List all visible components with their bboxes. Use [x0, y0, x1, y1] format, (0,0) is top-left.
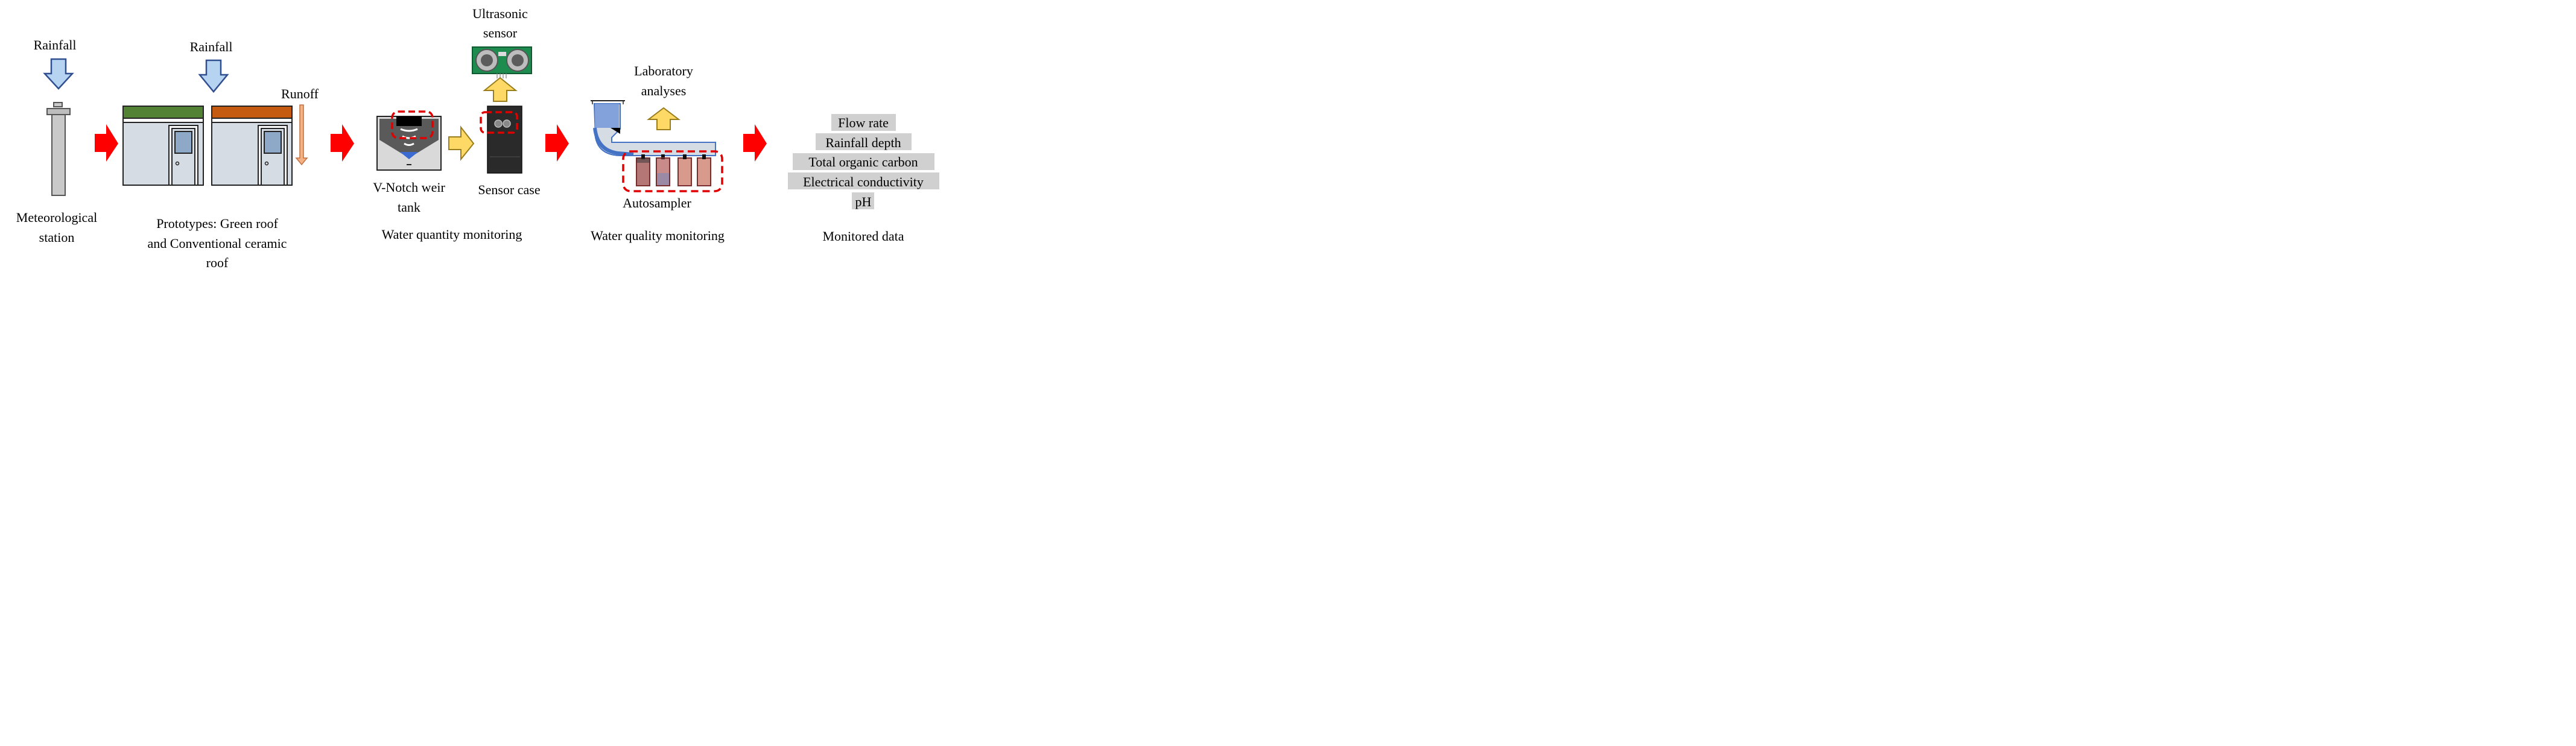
runoff-label: Runoff — [281, 86, 319, 101]
ultrasonic-sensor-label-line1: Ultrasonic — [472, 6, 528, 21]
water-quantity-monitoring-label: Water quantity monitoring — [382, 227, 522, 242]
laboratory-analyses-label-line2: analyses — [641, 83, 687, 98]
process-arrow-3 — [545, 124, 569, 162]
rainfall-label-1: Rainfall — [34, 37, 77, 52]
rainfall-label-2: Rainfall — [190, 39, 233, 54]
v-notch-weir-tank — [376, 110, 442, 171]
sensor-case-icon — [480, 106, 522, 174]
process-arrow-2 — [331, 124, 354, 162]
process-arrow-4 — [743, 124, 767, 162]
water-quantity-section: V-Notch weir tank Ultrasonic sensor — [373, 6, 540, 242]
sensor-case-highlight-box — [480, 111, 518, 134]
data-highlight-ph — [852, 192, 874, 209]
monitored-item-ph: pH — [855, 194, 872, 209]
sample-bottle — [656, 154, 670, 186]
ultrasonic-sensor-icon — [472, 46, 532, 78]
autosampler-label: Autosampler — [623, 195, 691, 210]
water-quality-monitoring-label: Water quality monitoring — [591, 228, 725, 243]
data-highlight-flow-rate — [831, 114, 896, 131]
autosampler-pipe-icon — [591, 100, 723, 192]
rainfall-arrow-2 — [198, 59, 229, 93]
up-arrow-ultrasonic — [483, 77, 518, 102]
up-arrow-laboratory — [647, 107, 680, 130]
v-notch-label-line2: tank — [398, 200, 420, 215]
sensor-highlight-box — [391, 110, 434, 139]
flow-arrow-yellow — [448, 125, 475, 161]
monitored-data-label: Monitored data — [822, 229, 904, 244]
laboratory-analyses-label-line1: Laboratory — [634, 63, 693, 78]
monitored-item-flow-rate: Flow rate — [838, 115, 889, 130]
monitored-item-rainfall-depth: Rainfall depth — [825, 135, 901, 150]
prototypes-label-line2: and Conventional ceramic — [148, 236, 287, 251]
prototypes: Rainfall Runoff — [122, 39, 319, 270]
meteorological-station-label-line1: Meteorological — [16, 210, 97, 225]
data-highlight-rainfall-depth — [816, 133, 912, 150]
monitored-item-total-organic-carbon: Total organic carbon — [808, 154, 918, 169]
monitored-data-section: Flow rate Rainfall depth Total organic c… — [788, 114, 939, 244]
data-highlight-toc — [793, 153, 934, 170]
sample-bottle — [636, 154, 650, 186]
ceramic-roof-prototype — [211, 106, 293, 186]
green-roof-prototype — [122, 106, 204, 186]
process-arrow-1 — [95, 124, 118, 162]
sample-bottle — [697, 154, 711, 186]
rainfall-arrow-1 — [43, 58, 74, 90]
door-icon — [168, 125, 198, 186]
meteorological-station-label-line2: station — [39, 230, 75, 245]
door-icon — [258, 125, 288, 186]
meteorological-station: Rainfall Meteorological station — [16, 37, 97, 245]
monitoring-workflow-diagram: Rainfall Meteorological station Rainfall — [16, 6, 939, 270]
prototypes-label-line1: Prototypes: Green roof — [156, 216, 278, 231]
ceramic-roof-layer — [211, 106, 293, 119]
green-roof-layer — [122, 106, 204, 119]
v-notch-label-line1: V-Notch weir — [373, 180, 445, 195]
prototypes-label-line3: roof — [206, 255, 229, 270]
monitored-item-electrical-conductivity: Electrical conductivity — [803, 174, 924, 189]
weather-station-pole-icon — [46, 102, 71, 196]
sensor-case-label: Sensor case — [478, 182, 540, 197]
data-highlight-ec — [788, 172, 939, 189]
ultrasonic-sensor-label-line2: sensor — [483, 25, 518, 40]
water-quality-section: Laboratory analyses — [591, 63, 725, 243]
autosampler-highlight-box — [622, 150, 723, 192]
runoff-arrow — [295, 104, 308, 166]
sample-bottle — [677, 154, 692, 186]
